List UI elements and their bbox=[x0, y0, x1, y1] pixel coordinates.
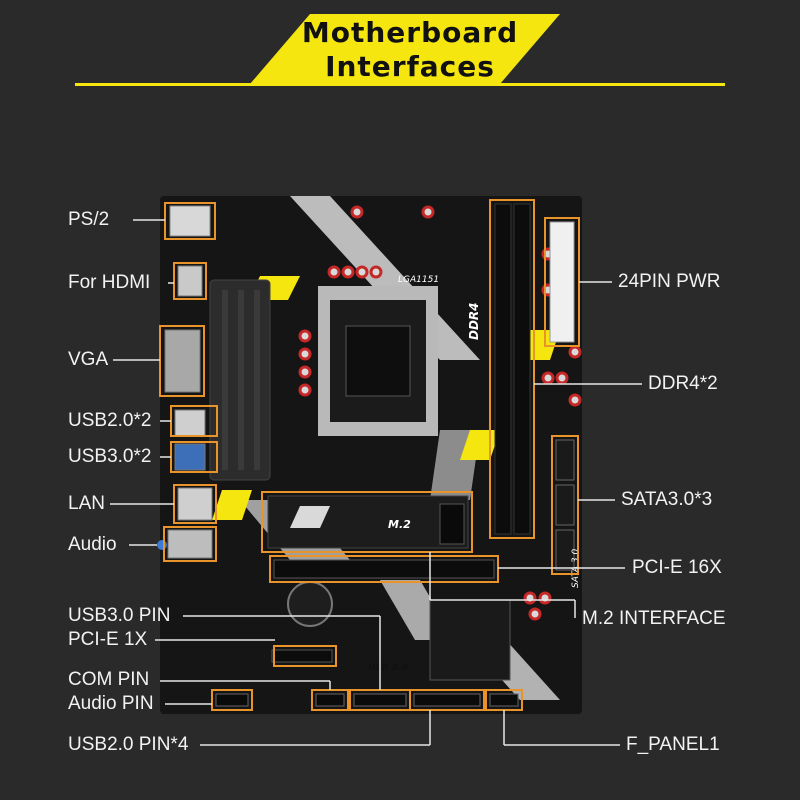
label-m2-interface: M.2 INTERFACE bbox=[582, 608, 726, 629]
callout-leader-lines bbox=[110, 219, 642, 746]
sata-port-2 bbox=[555, 484, 575, 526]
dimm-label: DDR4 bbox=[467, 302, 481, 340]
label-usb3-rear: USB3.0*2 bbox=[68, 446, 152, 467]
label-ps2: PS/2 bbox=[68, 209, 110, 230]
hazard-stripe bbox=[212, 490, 252, 520]
usb2-header-1 bbox=[353, 693, 407, 707]
header-underline bbox=[75, 83, 725, 86]
lan-port bbox=[177, 487, 213, 521]
vga-port bbox=[164, 329, 201, 393]
label-usb3-pin: USB3.0 PIN bbox=[68, 605, 171, 626]
m2-marker bbox=[290, 506, 330, 528]
audio-jack bbox=[157, 540, 167, 550]
label-com-pin: COM PIN bbox=[68, 669, 150, 690]
usb2-header-2 bbox=[413, 693, 481, 707]
label-ddr4: DDR4*2 bbox=[648, 373, 718, 394]
label-audio-pin: Audio PIN bbox=[68, 693, 154, 714]
label-pcie-16x: PCI-E 16X bbox=[632, 557, 722, 578]
usb3-board-label: USB 3.0 bbox=[368, 663, 408, 673]
vrm-heatsink-fin bbox=[254, 290, 260, 470]
chipset-heatsink bbox=[429, 599, 511, 681]
ps2-port bbox=[169, 205, 211, 237]
dimm-slot-2 bbox=[513, 203, 531, 535]
pcie-x1-slot bbox=[271, 649, 333, 663]
usb3-ports bbox=[174, 443, 206, 471]
label-24pin-pwr: 24PIN PWR bbox=[618, 271, 721, 292]
label-lan: LAN bbox=[68, 493, 105, 514]
f-panel-header bbox=[489, 693, 519, 707]
vrm-heatsink-fin bbox=[222, 290, 228, 470]
sata-port-3 bbox=[555, 529, 575, 571]
m2-board-label: M.2 bbox=[388, 518, 411, 531]
hdmi-port bbox=[177, 265, 203, 297]
label-audio: Audio bbox=[68, 534, 117, 555]
capacitor-row bbox=[298, 205, 582, 621]
audio-header bbox=[215, 693, 249, 707]
dimm-slot-1 bbox=[494, 203, 512, 535]
label-sata: SATA3.0*3 bbox=[621, 489, 713, 510]
cmos-battery bbox=[287, 581, 333, 627]
label-hdmi: For HDMI bbox=[68, 272, 151, 293]
com-header bbox=[315, 693, 345, 707]
audio-jack-block bbox=[167, 529, 213, 559]
label-usb2-rear: USB2.0*2 bbox=[68, 410, 152, 431]
title: Motherboard Interfaces bbox=[275, 16, 545, 84]
label-vga: VGA bbox=[68, 349, 109, 370]
sata-port-1 bbox=[555, 439, 575, 481]
atx-24pin-connector bbox=[549, 221, 575, 343]
m2-connector bbox=[439, 503, 465, 545]
label-f-panel: F_PANEL1 bbox=[626, 734, 720, 755]
usb2-ports bbox=[174, 409, 206, 437]
pcie-x16-slot bbox=[273, 559, 495, 579]
cpu-socket-inner bbox=[345, 325, 411, 397]
title-banner bbox=[250, 14, 560, 84]
label-pcie-1x: PCI-E 1X bbox=[68, 629, 148, 650]
label-usb2-pin: USB2.0 PIN*4 bbox=[68, 734, 189, 755]
title-line-2: Interfaces bbox=[325, 50, 495, 83]
vrm-heatsink-fin bbox=[238, 290, 244, 470]
socket-label: LGA1151 bbox=[398, 275, 439, 285]
title-line-1: Motherboard bbox=[301, 16, 519, 49]
